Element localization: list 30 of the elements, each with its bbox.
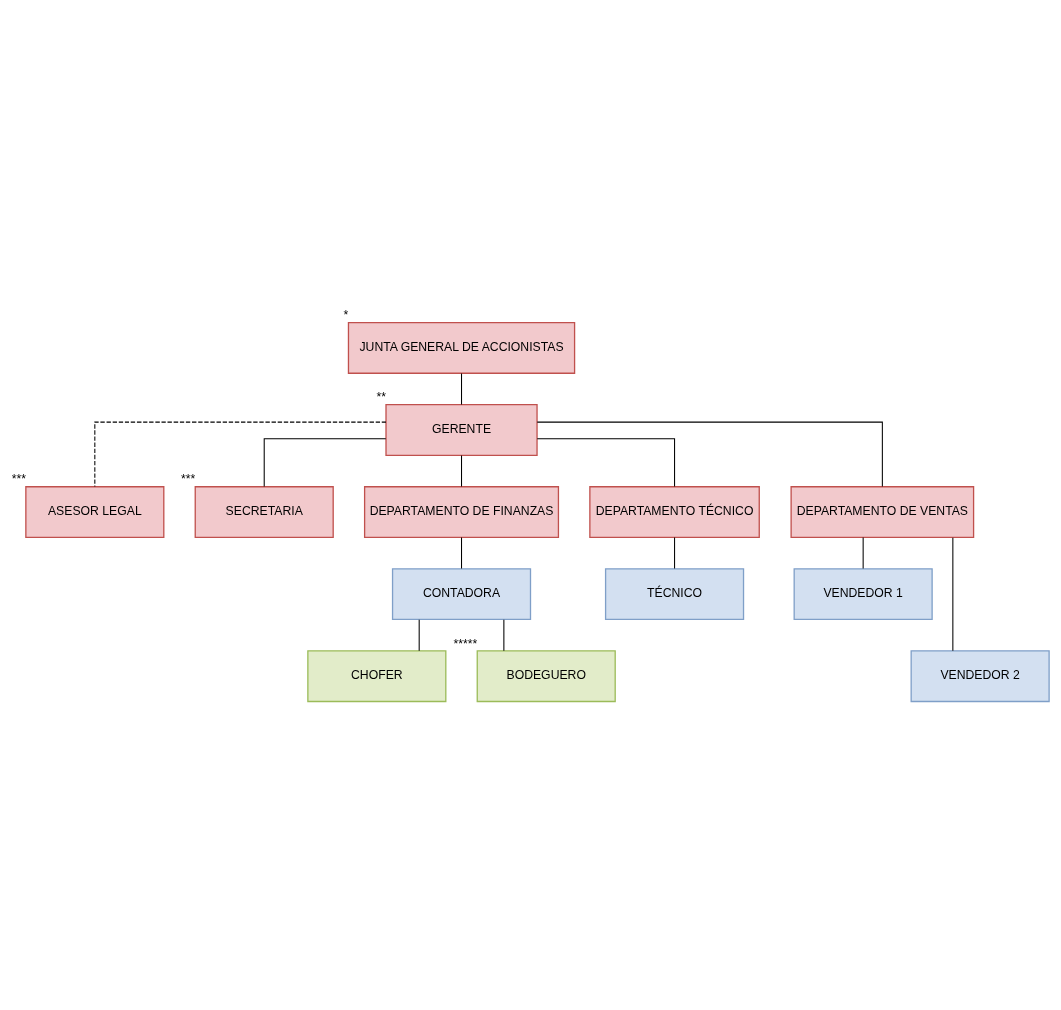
connector — [674, 536, 676, 569]
connector — [862, 536, 864, 569]
node-box: ASESOR LEGAL — [25, 485, 165, 538]
node-label: ** — [376, 389, 386, 404]
node-label: *** — [11, 471, 26, 486]
connector — [94, 421, 387, 487]
node-box: VENDEDOR 2 — [910, 649, 1050, 702]
connector — [536, 421, 883, 487]
connector — [263, 437, 387, 487]
connector — [461, 536, 463, 569]
connector — [461, 372, 463, 405]
node-label: *** — [181, 471, 196, 486]
node-box: GERENTE — [385, 403, 538, 456]
node-label: ***** — [453, 636, 478, 651]
node-box: VENDEDOR 1 — [793, 567, 933, 620]
node-box: CHOFER — [307, 649, 447, 702]
connector — [418, 618, 420, 651]
node-box: CONTADORA — [391, 567, 532, 620]
node-box: BODEGUERO — [476, 649, 616, 702]
connector — [503, 618, 505, 651]
node-box: SECRETARIA — [194, 485, 334, 538]
node-label: * — [343, 307, 349, 322]
node-box: DEPARTAMENTO DE FINANZAS — [363, 485, 560, 538]
connector — [461, 454, 463, 487]
connector — [536, 437, 676, 487]
node-box: DEPARTAMENTO DE VENTAS — [790, 485, 975, 538]
connector — [952, 536, 954, 651]
node-box: TÉCNICO — [604, 567, 745, 620]
node-box: DEPARTAMENTO TÉCNICO — [589, 485, 760, 538]
node-box: JUNTA GENERAL DE ACCIONISTAS — [347, 321, 576, 374]
